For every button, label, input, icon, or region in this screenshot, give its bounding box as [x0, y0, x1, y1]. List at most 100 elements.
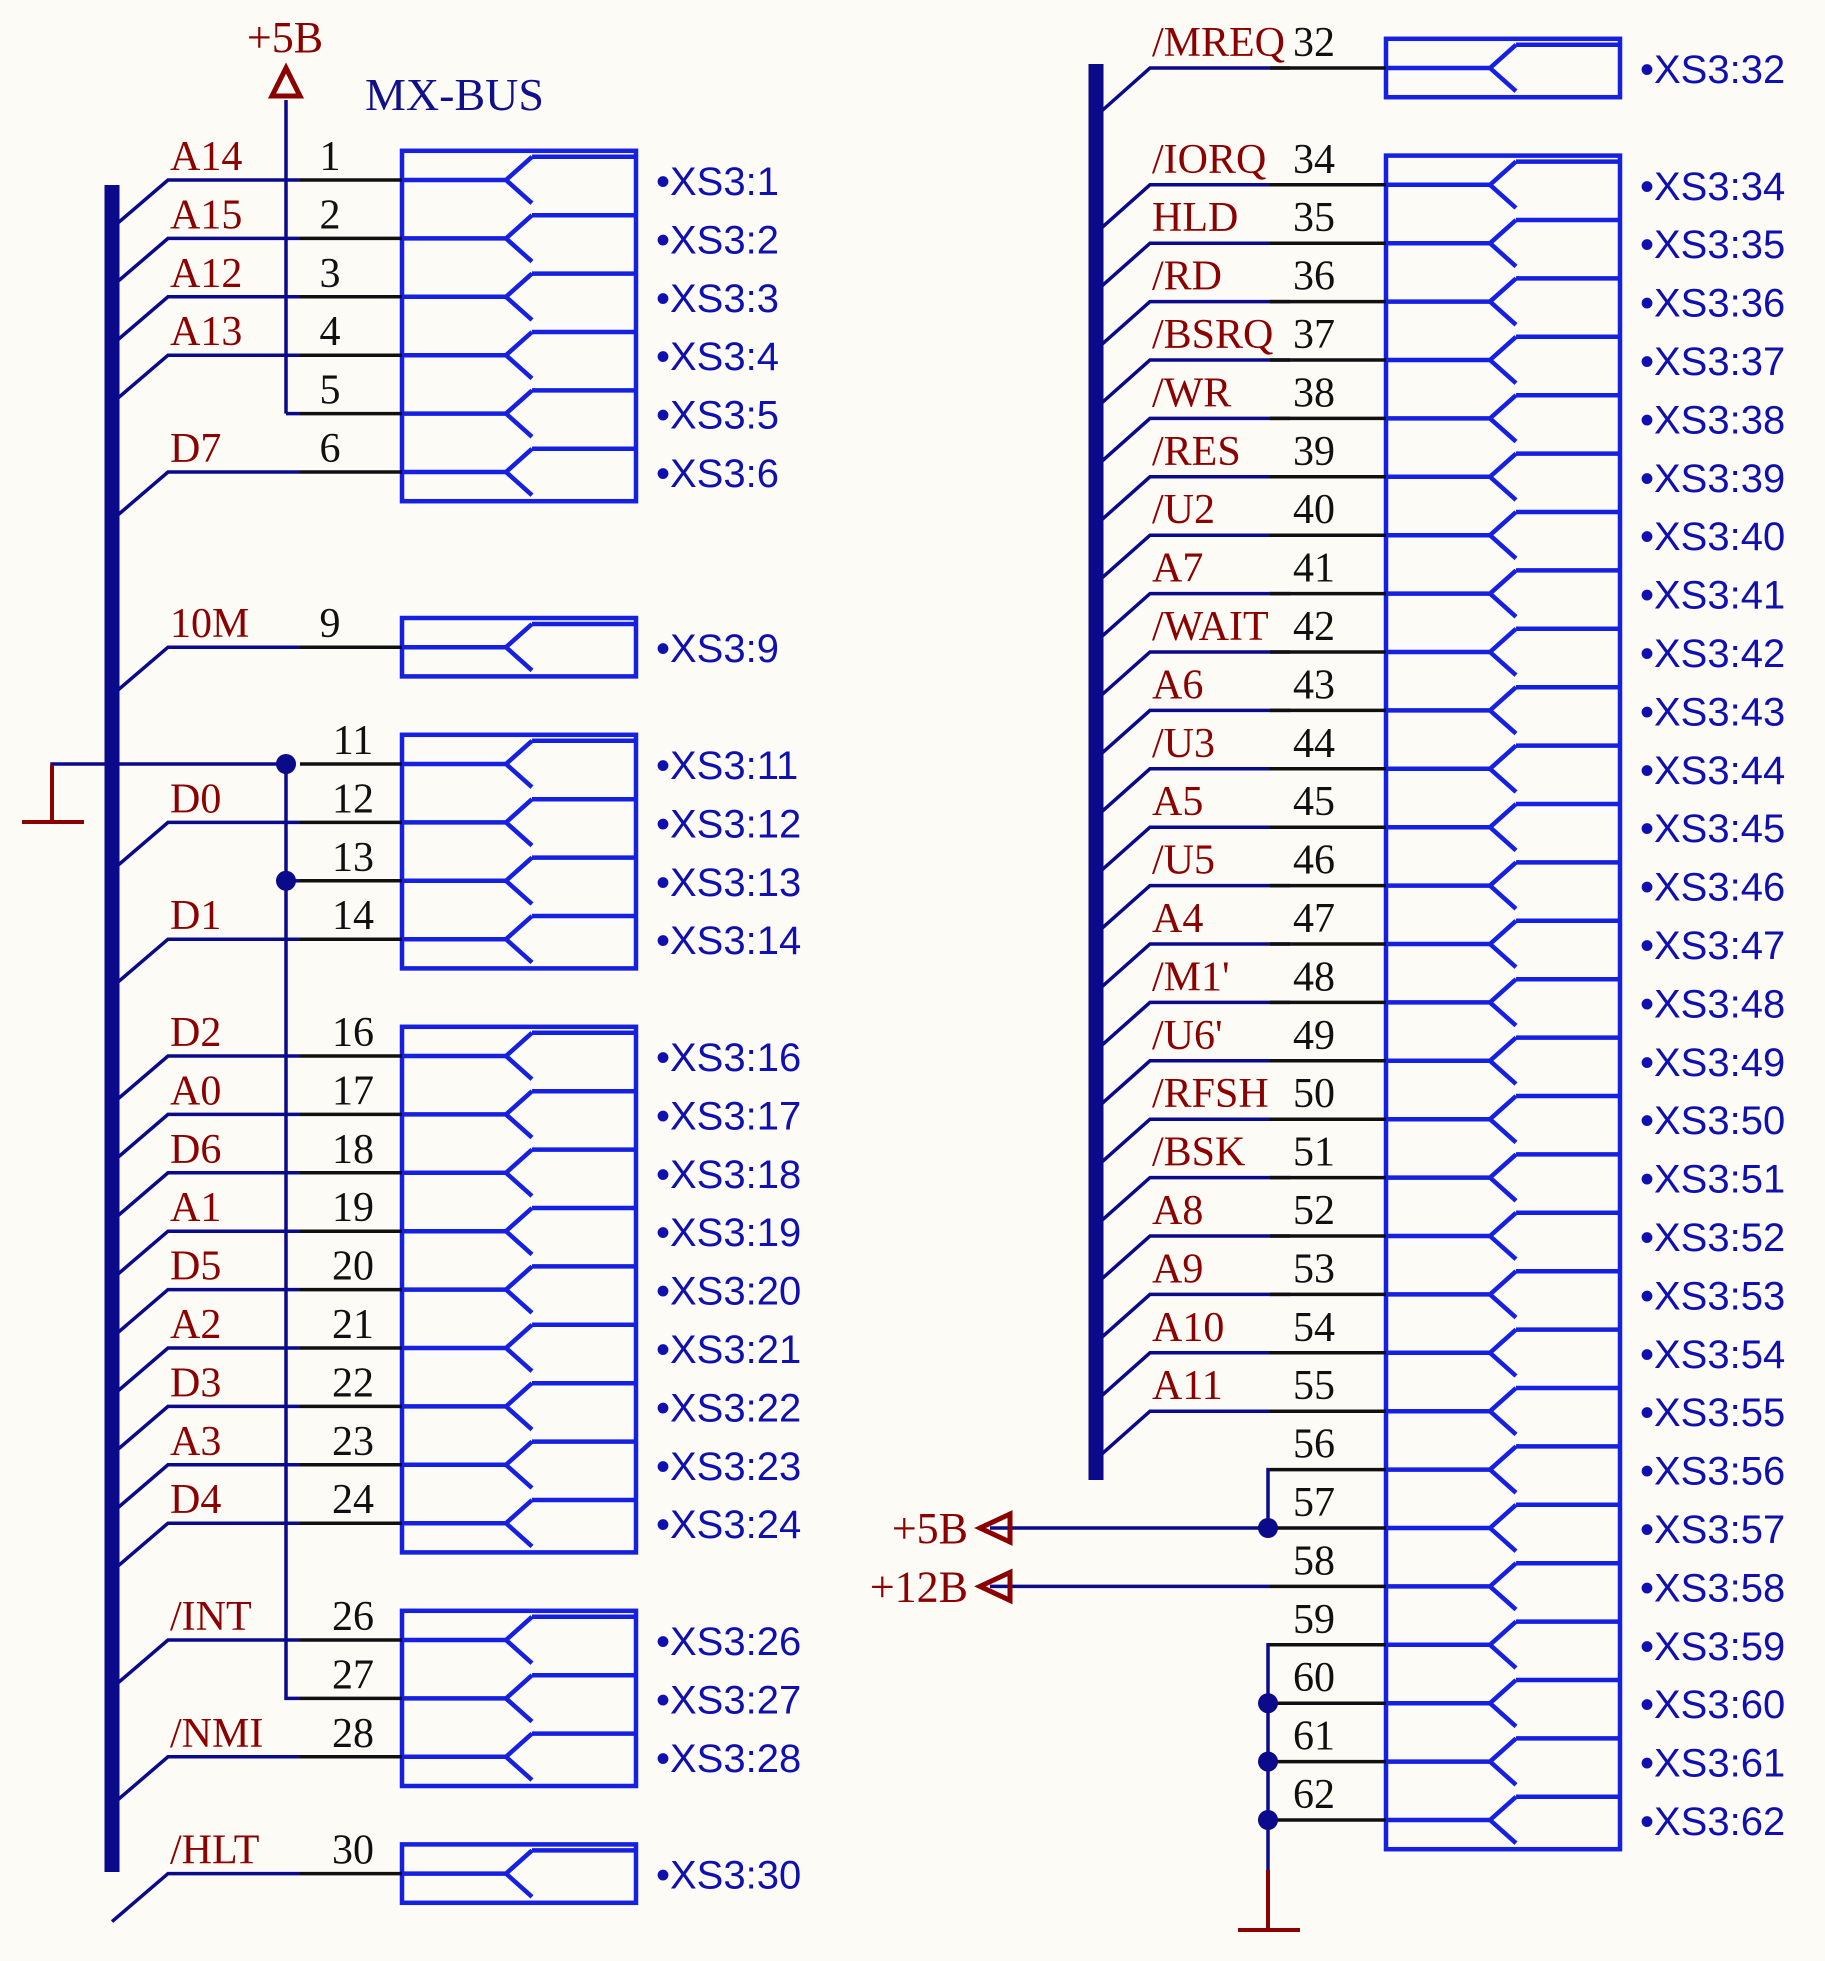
right-pin-contact — [1488, 1759, 1518, 1787]
left-pin-contact — [402, 1498, 534, 1526]
right-5v-label: +5B — [892, 1504, 968, 1553]
right-signal-wire — [1094, 708, 1290, 760]
left-signal-label: A3 — [170, 1419, 221, 1465]
right-signal-wire — [1094, 1059, 1290, 1111]
right-connector-ref: •XS3:53 — [1640, 1274, 1785, 1318]
right-signal-wire — [1094, 299, 1290, 351]
left-signal-wire — [110, 353, 300, 405]
right-pin-contact — [1386, 1678, 1518, 1706]
right-signal-label: /RFSH — [1152, 1071, 1269, 1117]
right-pin-contact — [1386, 1619, 1518, 1648]
left-signal-label: A15 — [170, 192, 242, 238]
right-signal-wire — [1094, 533, 1290, 585]
left-pin-number: 13 — [332, 835, 374, 881]
left-signal-label: A2 — [170, 1302, 221, 1348]
right-pin-contact — [1488, 1234, 1518, 1261]
power-arrow-icon — [974, 1510, 1013, 1546]
power-arrow-icon — [974, 1568, 1013, 1605]
right-pin-contact — [1488, 1643, 1518, 1670]
right-pin-contact — [1488, 1000, 1518, 1028]
right-pin-number: 51 — [1293, 1130, 1335, 1176]
left-signal-label: A12 — [170, 251, 242, 297]
left-pin-number: 3 — [320, 251, 341, 297]
left-signal-label: D7 — [170, 426, 221, 472]
right-connector-ref: •XS3:34 — [1640, 165, 1785, 209]
right-pin-number: 60 — [1293, 1655, 1335, 1701]
left-pin-contact — [402, 914, 534, 942]
right-pin-contact — [1386, 1269, 1518, 1297]
right-signal-label: /WAIT — [1152, 604, 1269, 650]
right-pin-contact — [1488, 825, 1518, 853]
right-pin-contact — [1386, 276, 1518, 304]
junction-dot — [1258, 1810, 1278, 1830]
left-pin-contact — [402, 1147, 534, 1176]
right-12v-label: +12B — [870, 1562, 968, 1611]
right-signal-wire — [1094, 183, 1290, 235]
right-pin-contact — [1386, 860, 1518, 888]
left-pin-number: 28 — [332, 1711, 374, 1757]
right-connector-ref: •XS3:41 — [1640, 574, 1785, 618]
left-connector-ref: •XS3:30 — [656, 1854, 801, 1898]
left-connector-ref: •XS3:16 — [656, 1036, 801, 1080]
right-pin-contact — [1488, 1292, 1518, 1320]
right-connector-ref: •XS3:35 — [1640, 223, 1785, 267]
right-pin-contact — [1386, 1736, 1518, 1764]
left-connector-ref: •XS3:9 — [656, 627, 779, 671]
left-pin-contact — [504, 762, 534, 789]
left-connector-ref: •XS3:28 — [656, 1737, 801, 1781]
left-pin-contact — [504, 178, 534, 205]
right-pin-number: 43 — [1293, 662, 1335, 708]
right-connector-ref: •XS3:49 — [1640, 1041, 1785, 1085]
left-pin-contact — [504, 1346, 534, 1373]
right-pin-contact — [1488, 1059, 1518, 1086]
left-signal-wire — [110, 1463, 300, 1515]
right-pin-contact — [1386, 1035, 1518, 1064]
left-connector-ref: •XS3:6 — [656, 452, 779, 496]
right-pin-number: 52 — [1293, 1188, 1335, 1234]
left-signal-wire — [110, 1054, 300, 1106]
right-signal-label: A11 — [1152, 1363, 1223, 1409]
right-pin-contact — [1488, 708, 1518, 736]
right-pin-contact — [1386, 159, 1518, 188]
right-pin-number: 53 — [1293, 1246, 1335, 1292]
left-connector-frame — [399, 148, 639, 504]
left-signal-wire — [110, 1638, 300, 1690]
right-signal-wire — [1094, 1234, 1290, 1286]
right-pin-contact — [1386, 451, 1518, 480]
left-pin-number: 23 — [332, 1419, 374, 1465]
right-signal-label: /IORQ — [1152, 137, 1266, 183]
left-signal-wire — [110, 236, 300, 288]
right-5v-tie — [1266, 1467, 1270, 1528]
right-pin-number: 40 — [1293, 487, 1335, 533]
left-connector-ref: •XS3:27 — [656, 1678, 801, 1722]
left-connector-ref: •XS3:21 — [656, 1328, 801, 1372]
junction-dot — [1258, 1751, 1278, 1772]
right-connector-ref: •XS3:42 — [1640, 632, 1785, 676]
left-signal-label: D5 — [170, 1244, 221, 1290]
left-connector-ref: •XS3:1 — [656, 160, 779, 204]
right-pin-contact — [1488, 767, 1518, 794]
right-pin-contact — [1488, 183, 1518, 210]
right-pin-number: 49 — [1293, 1013, 1335, 1059]
left-signal-label: D2 — [170, 1010, 221, 1056]
right-pin-contact — [1488, 1467, 1518, 1495]
left-connector-ref: •XS3:5 — [656, 394, 779, 438]
left-connector-ref: •XS3:2 — [656, 218, 779, 262]
right-connector-ref: •XS3:62 — [1640, 1800, 1785, 1844]
right-connector-ref: •XS3:56 — [1640, 1450, 1785, 1494]
left-pin-contact — [504, 1054, 534, 1081]
left-pin-contact — [402, 1439, 534, 1468]
left-pin-contact — [504, 470, 534, 497]
left-signal-wire — [110, 645, 300, 697]
right-pin-number: 44 — [1293, 721, 1335, 767]
left-signal-wire — [110, 820, 300, 872]
left-signal-label: /HLT — [170, 1828, 259, 1874]
left-pin-contact — [402, 739, 534, 767]
left-ground-rail — [50, 762, 286, 780]
right-signal-wire — [1094, 942, 1290, 994]
left-pin-number: 11 — [333, 718, 373, 764]
right-signal-label: /U2 — [1152, 487, 1215, 533]
right-pin-contact — [1488, 1701, 1518, 1729]
right-pin-contact — [1386, 1152, 1518, 1180]
